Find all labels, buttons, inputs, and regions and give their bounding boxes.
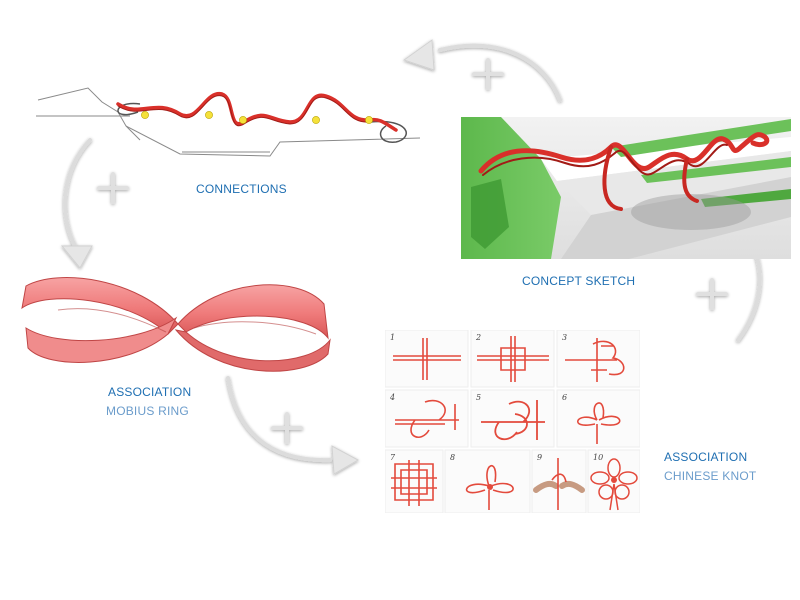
knot-step-5: 5 <box>470 389 555 448</box>
svg-text:5: 5 <box>476 393 481 402</box>
knot-grid: 1 2 3 4 5 <box>385 330 640 513</box>
connections-sketch <box>36 87 421 157</box>
chinese-knot-label: CHINESE KNOT <box>664 469 757 483</box>
knot-step-7: 7 <box>385 449 444 513</box>
connections-label: CONNECTIONS <box>196 182 287 196</box>
arrow-left <box>60 138 93 269</box>
connection-ribbon <box>116 92 398 132</box>
plus-icon-bottom <box>271 412 303 444</box>
svg-text:7: 7 <box>390 453 396 462</box>
svg-text:4: 4 <box>389 393 395 402</box>
knot-step-1: 1 <box>385 330 469 388</box>
knot-step-3: 3 <box>556 330 640 388</box>
knot-step-10: 10 <box>587 449 640 513</box>
mobius-ring-label: MOBIUS RING <box>106 404 189 418</box>
knot-step-9: 9 <box>531 449 587 513</box>
svg-text:8: 8 <box>450 453 455 462</box>
svg-text:6: 6 <box>562 393 567 402</box>
association-label-1: ASSOCIATION <box>108 385 192 399</box>
svg-text:10: 10 <box>593 453 603 462</box>
svg-text:9: 9 <box>537 453 542 462</box>
knot-step-8: 8 <box>444 449 531 513</box>
knot-step-4: 4 <box>385 389 469 448</box>
svg-text:2: 2 <box>475 333 481 342</box>
plus-icon-top <box>472 58 504 90</box>
association-label-2: ASSOCIATION <box>664 450 748 464</box>
concept-sketch-render <box>461 117 791 259</box>
svg-text:1: 1 <box>390 333 395 342</box>
knot-step-6: 6 <box>556 389 640 448</box>
plus-icon-right <box>696 278 728 310</box>
svg-text:3: 3 <box>562 333 567 342</box>
concept-sketch-label: CONCEPT SKETCH <box>522 274 636 288</box>
arrow-bottom <box>226 376 360 475</box>
plus-icon-left <box>97 172 129 204</box>
knot-step-2: 2 <box>470 330 555 388</box>
arrow-top <box>402 39 562 102</box>
connection-nodes <box>141 111 373 124</box>
chinese-knot-steps: 1 2 3 4 5 <box>385 330 640 513</box>
mobius-ring <box>21 277 331 372</box>
